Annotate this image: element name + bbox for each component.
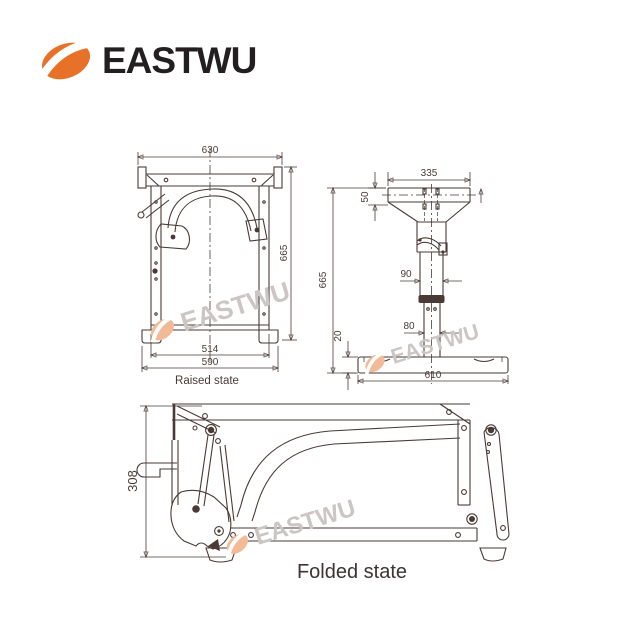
dim-side-lower-column: 80 (403, 321, 415, 332)
side-view: 335 50 665 90 80 (318, 168, 510, 390)
brand-logo: EASTWU (38, 38, 257, 84)
dim-folded-height: 308 (125, 470, 140, 492)
dim-side-plate-width: 335 (421, 168, 438, 179)
dim-side-upper-column: 90 (400, 269, 412, 280)
folded-view: 308 Folded state (125, 403, 510, 583)
folded-state-label: Folded state (297, 561, 407, 583)
dim-raised-top-width: 630 (202, 145, 219, 156)
raised-state-label: Raised state (175, 375, 239, 387)
dim-raised-height: 665 (279, 244, 290, 261)
dim-raised-outer-width: 590 (202, 357, 219, 368)
dim-side-plate-height: 50 (360, 191, 371, 203)
dim-side-base-width: 610 (425, 370, 442, 381)
brand-swoosh-icon (38, 39, 92, 81)
brand-logo-text: EASTWU (102, 40, 257, 81)
raised-view: 630 665 514 590 Raised state (136, 145, 297, 387)
dim-side-height: 665 (318, 271, 329, 288)
dim-raised-inner-width: 514 (202, 344, 219, 355)
dim-side-base-thickness: 20 (333, 330, 344, 342)
